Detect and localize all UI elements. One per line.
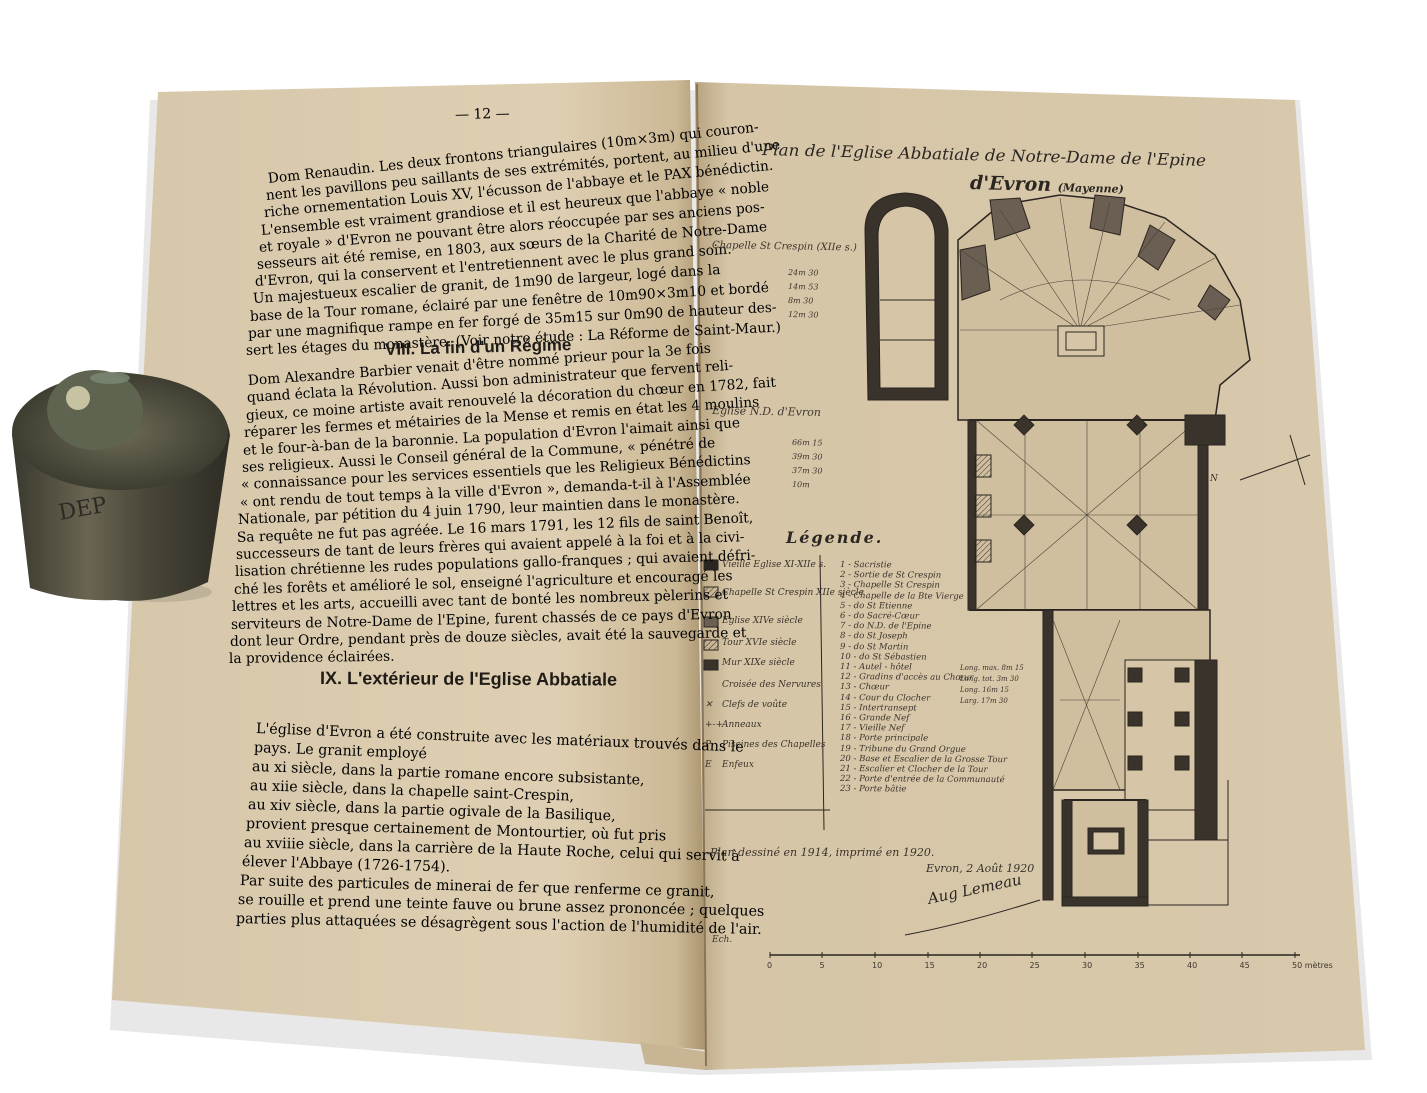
scale-tick-label: 50 mètres <box>1292 961 1333 970</box>
eglise-dimension-row: 10m <box>791 480 810 490</box>
page-stack-edge <box>640 1042 708 1070</box>
chapelle-dimension-row: 14m 53 <box>787 282 819 292</box>
footer-date: Evron, 2 Août 1920 <box>926 862 1035 875</box>
numbered-key-entry: 3 - Chapelle St Crespin <box>839 580 940 592</box>
numbered-key-entry: 23 - Porte bâtie <box>839 784 907 795</box>
numbered-key-entry: 8 - do St Joseph <box>839 631 908 642</box>
numbered-key-entry: 15 - Intertransept <box>839 702 917 714</box>
compass-letter: N <box>1210 474 1218 484</box>
numbered-key-entry: 9 - do St Martin <box>839 641 909 653</box>
legende-title: Légende. <box>786 528 884 547</box>
numbered-key-entry: 1 - Sacristie <box>839 560 892 571</box>
legend-entry: Anneaux <box>722 720 762 730</box>
scale-tick-label: 20 <box>977 961 988 970</box>
chapelle-dimension-row: 8m 30 <box>787 296 814 306</box>
numbered-key-entry: 19 - Tribune du Grand Orgue <box>839 743 966 755</box>
side-note: Larg. 17m 30 <box>960 697 1008 705</box>
scale-tick-label: 25 <box>1029 961 1040 970</box>
numbered-key-entry: 11 - Autel - hôtel <box>839 662 912 673</box>
chapelle-dimension-row: 12m 30 <box>787 310 819 320</box>
numbered-key-entry: 10 - do St Sébastien <box>839 651 927 663</box>
left-page <box>112 80 706 1050</box>
scale-tick-label: 40 <box>1187 961 1198 970</box>
page-number: — 12 — <box>454 105 510 123</box>
numbered-key-entry: 16 - Grande Nef <box>839 713 910 724</box>
legend-key: +-+ <box>705 720 724 730</box>
scale-tick-label: 15 <box>924 961 935 970</box>
side-note: Long. max. 8m 15 <box>960 664 1024 672</box>
eglise-dimension-row: 39m 30 <box>791 452 823 462</box>
numbered-key-entry: 13 - Chœur <box>839 682 890 693</box>
plan-title-mayenne: (Mayenne) <box>1057 181 1124 196</box>
brass-weight: DEP <box>12 370 230 602</box>
numbered-key-entry: 5 - do St Etienne <box>839 600 913 612</box>
scale-tick-label: 10 <box>872 961 883 970</box>
numbered-key-entry: 14 - Cour du Clocher <box>839 692 931 704</box>
plan-title-evron-main: d'Evron <box>969 172 1052 196</box>
legend-entry: Piscines des Chapelles <box>722 740 826 750</box>
legend-entry: Croisée des Nervures <box>722 680 821 690</box>
heading-ix: IX. L'extérieur de l'Eglise Abbatiale <box>319 668 618 690</box>
weight-knob <box>47 370 143 450</box>
numbered-key-entry: 4 - Chapelle de la Bte Vierge <box>839 590 964 602</box>
legend-entry: Mur XIXe siècle <box>722 658 795 668</box>
scale-tick-label: 30 <box>1082 961 1093 970</box>
plan-title-evron: d'Evron (Mayenne) <box>970 172 1124 198</box>
legend-key: ✕ <box>705 700 713 710</box>
footer-dessine: Plan dessiné en 1914, imprimé en 1920. <box>710 846 935 859</box>
legend-entry: Chapelle St Crespin XIIe siècle <box>722 588 864 598</box>
ech-label: Ech. <box>712 935 733 945</box>
scale-tick-label: 35 <box>1134 961 1145 970</box>
legend-entry: Vieille Eglise XI-XIIe s. <box>722 560 827 570</box>
numbered-key-entry: 18 - Porte principale <box>839 733 929 745</box>
side-note: Long. 16m 15 <box>960 686 1009 694</box>
compass-rose <box>1239 434 1311 486</box>
eglise-dimension-row: 66m 15 <box>791 438 823 448</box>
legend-entry: Clefs de voûte <box>722 700 788 710</box>
eglise-label: Eglise N.D. d'Evron <box>711 404 821 419</box>
side-note: Long. tot. 3m 30 <box>960 675 1019 683</box>
numbered-key-entry: 17 - Vieille Nef <box>839 723 905 734</box>
eglise-dimension-row: 37m 30 <box>791 466 823 476</box>
left-text-line: la providence éclairées. <box>228 649 395 668</box>
chapelle-dimension-row: 24m 30 <box>787 268 819 278</box>
legend-entry: Enfeux <box>722 760 754 770</box>
church-floor-plan <box>703 192 1311 958</box>
legend-key: E <box>705 760 712 770</box>
numbered-key-entry: 6 - do Sacré-Cœur <box>839 611 920 622</box>
legend-entry: Eglise XIVe siècle <box>722 616 803 626</box>
legend-key: P <box>705 740 712 750</box>
scale-tick-label: 0 <box>767 961 773 970</box>
gutter <box>696 83 707 1067</box>
scale-tick-label: 45 <box>1239 961 1250 970</box>
scale-tick-label: 5 <box>819 961 825 970</box>
legend-entry: Tour XVIe siècle <box>722 638 797 648</box>
